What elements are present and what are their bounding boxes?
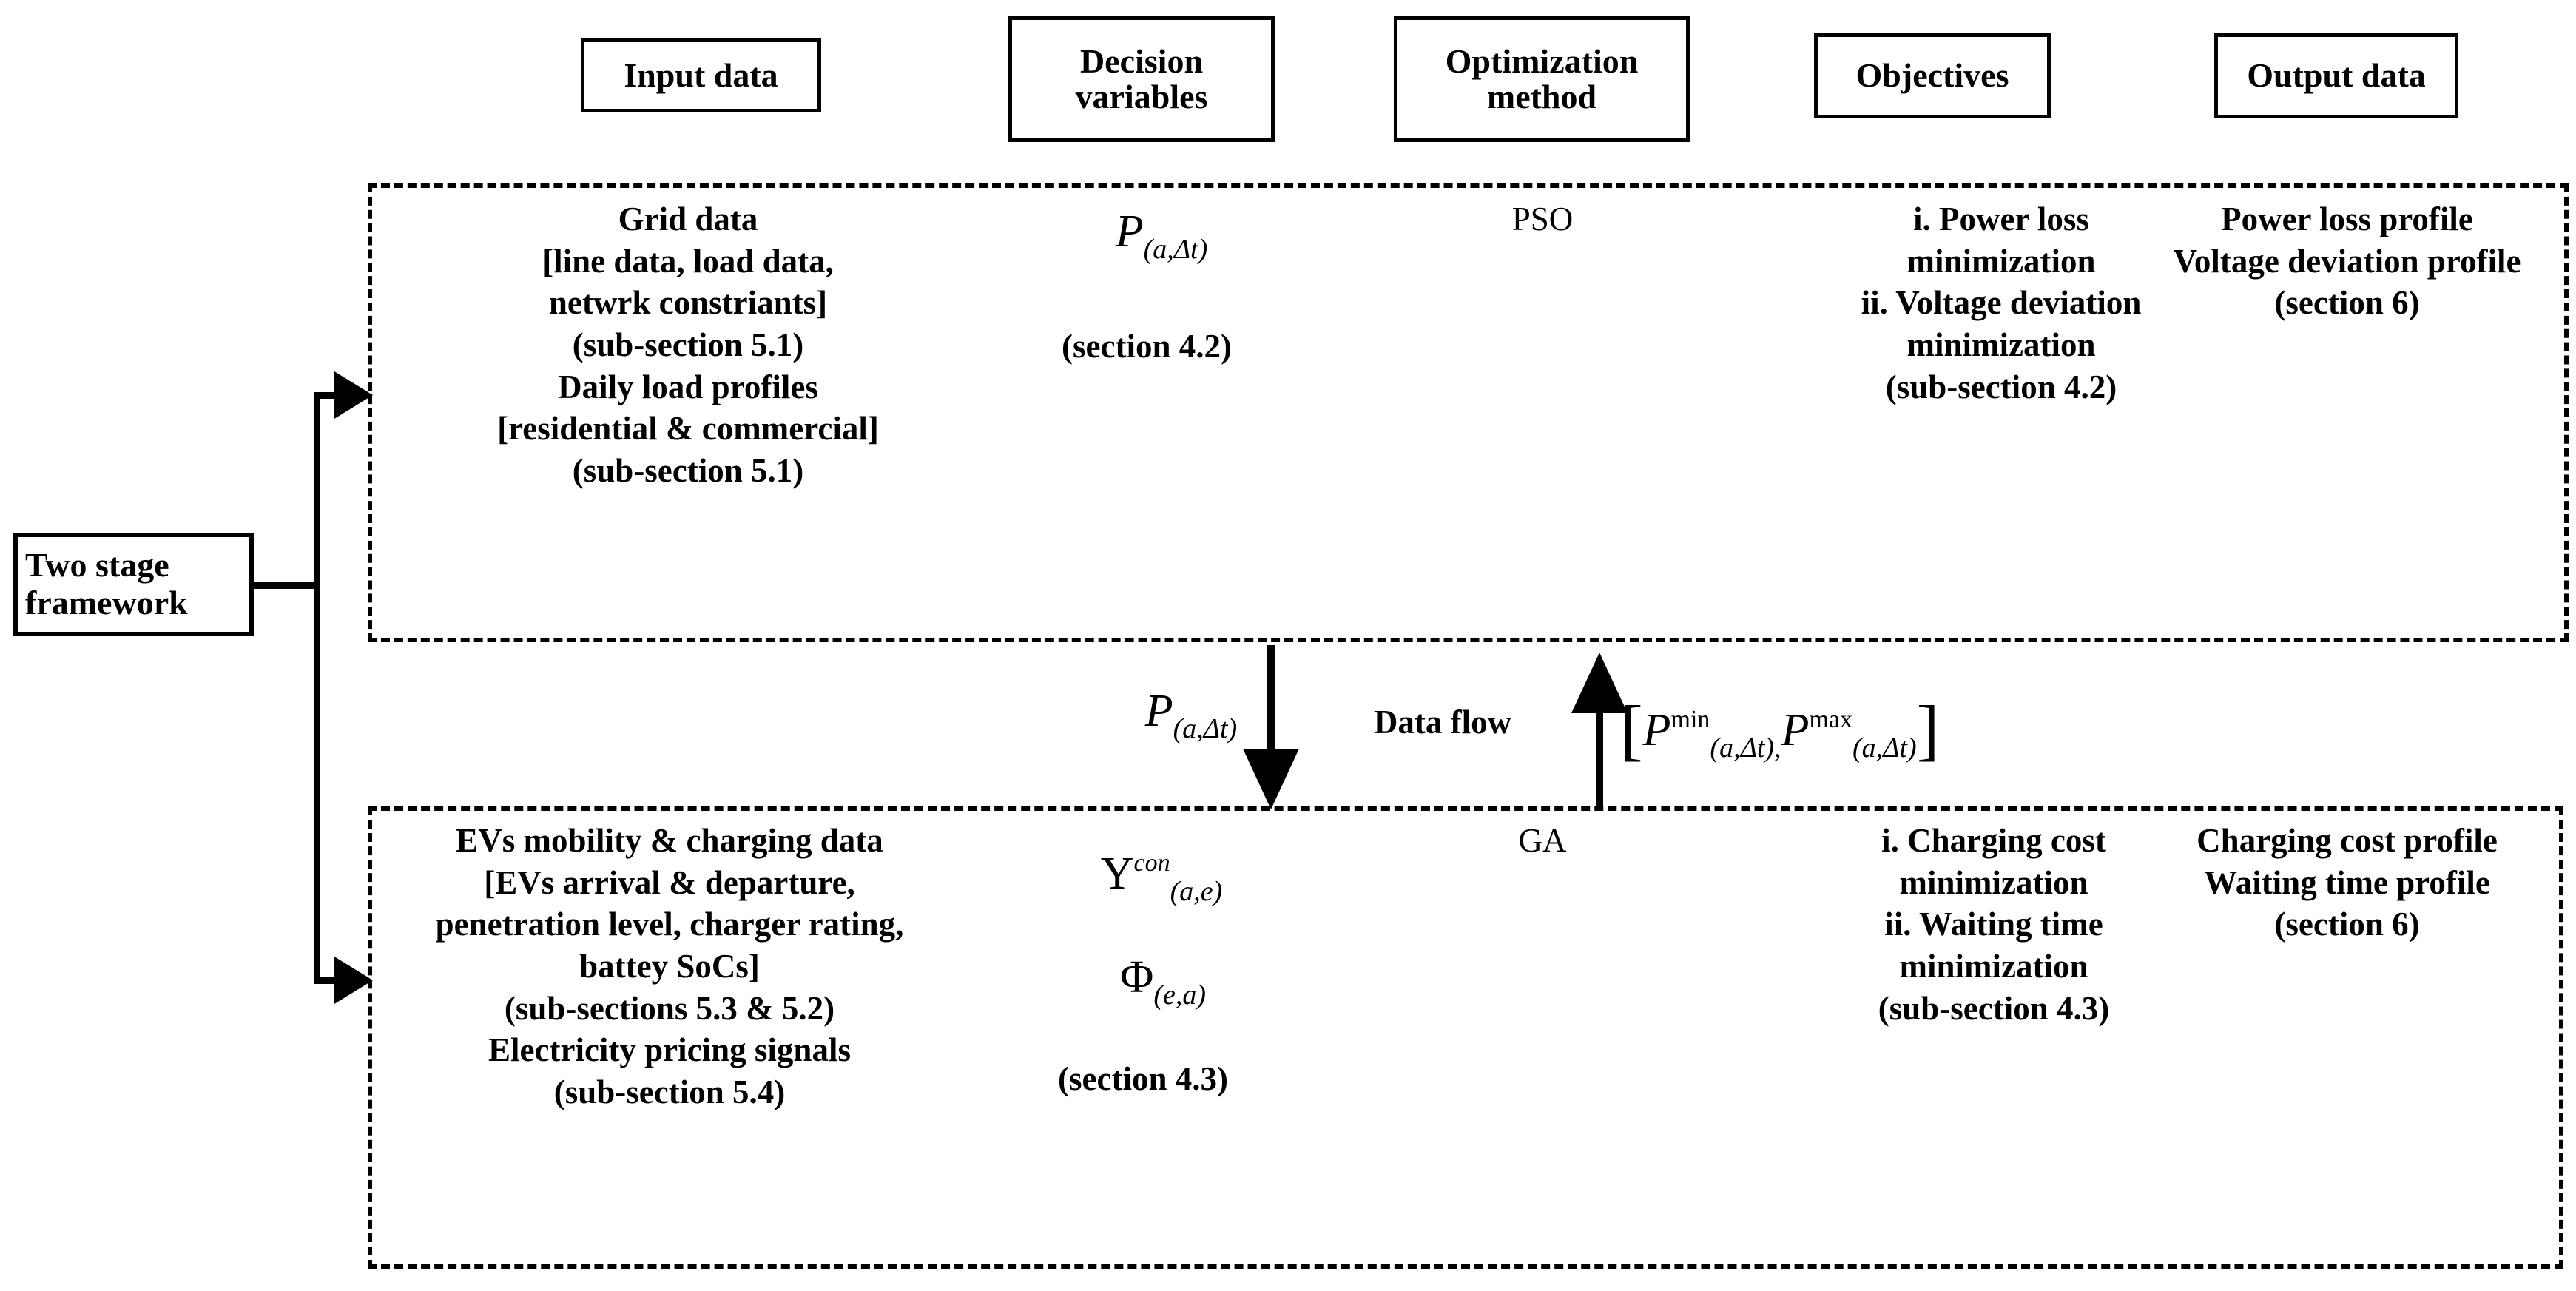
framework-connector-spine (314, 392, 320, 984)
decision-variable-1-superscript: con (1133, 849, 1170, 877)
framework-connector-branch-top (314, 392, 340, 399)
framework-arrow-to-stage-1 (334, 371, 373, 419)
two-stage-framework-box: Two stage framework (13, 533, 254, 636)
decision-variable-symbol: P (1115, 206, 1144, 257)
data-flow-up-arrowhead (1571, 653, 1628, 713)
up-variable-max-subscript: (a,Δt) (1852, 732, 1917, 764)
header-label-decision-variables: Decision variables (1075, 41, 1208, 115)
up-variable-open-bracket: [ (1620, 692, 1643, 767)
stage-2-decision-variable-2: Φ(e,a) (1074, 952, 1252, 1009)
two-stage-framework-label: Two stage framework (25, 546, 188, 621)
header-box-objectives: Objectives (1814, 33, 2051, 118)
stage-2-optimization-method: GA (1518, 822, 1567, 859)
decision-variable-1-symbol: Υ (1100, 849, 1134, 899)
up-variable-close-bracket: ] (1916, 692, 1940, 767)
data-flow-label: Data flow (1373, 704, 1512, 741)
decision-variable-1-subscript: (a,e) (1170, 876, 1223, 907)
data-flow-up-line (1596, 710, 1603, 810)
stage-2-decision-reference: (section 4.3) (1058, 1060, 1228, 1097)
decision-variable-2-symbol: Φ (1119, 952, 1154, 1002)
down-variable-subscript: (a,Δt) (1173, 713, 1238, 744)
header-box-input-data: Input data (581, 38, 821, 112)
header-label-input-data: Input data (624, 55, 778, 94)
up-variable-max-symbol: P (1781, 705, 1810, 755)
stage-1-decision-variable: P(a,Δt) (1088, 206, 1235, 263)
stage-1-objectives: i. Power loss minimization ii. Voltage d… (1861, 200, 2142, 405)
decision-variable-2-subscript: (e,a) (1153, 980, 1206, 1011)
stage-1-output-data: Power loss profile Voltage deviation pro… (2173, 200, 2521, 322)
up-variable-min-superscript: min (1670, 706, 1710, 733)
data-flow-up-variable: [Pmin(a,Δt),Pmax(a,Δt)] (1620, 688, 2034, 764)
data-flow-down-variable: P(a,Δt) (1117, 686, 1265, 743)
data-flow-down-arrowhead (1243, 749, 1299, 809)
framework-arrow-to-stage-2 (334, 957, 373, 1004)
stage-2-input-data: EVs mobility & charging data [EVs arriva… (435, 822, 904, 1111)
stage-1-decision-reference: (section 4.2) (1062, 328, 1232, 365)
stage-2-decision-variable-1: Υcon(a,e) (1073, 849, 1250, 906)
down-variable-symbol: P (1144, 686, 1173, 736)
header-label-optimization-method: Optimization method (1445, 41, 1639, 115)
up-variable-min-symbol: P (1642, 705, 1671, 755)
header-box-decision-variables: Decision variables (1008, 16, 1275, 142)
header-box-optimization-method: Optimization method (1394, 16, 1690, 142)
data-flow-down-line (1267, 645, 1275, 756)
up-variable-separator: , (1774, 732, 1781, 764)
up-variable-min-subscript: (a,Δt) (1710, 732, 1775, 764)
header-label-output-data: Output data (2247, 56, 2426, 95)
header-box-output-data: Output data (2214, 33, 2458, 118)
stage-1-input-data: Grid data [line data, load data, netwrk … (497, 200, 879, 490)
header-label-objectives: Objectives (1855, 56, 2009, 95)
stage-2-objectives: i. Charging cost minimization ii. Waitin… (1878, 822, 2110, 1027)
framework-connector-branch-bottom (314, 977, 340, 984)
stage-1-optimization-method: PSO (1511, 200, 1574, 237)
stage-2-panel (368, 806, 2563, 1269)
stage-2-output-data: Charging cost profile Waiting time profi… (2196, 822, 2498, 943)
up-variable-max-superscript: max (1809, 706, 1853, 733)
decision-variable-subscript: (a,Δt) (1143, 234, 1208, 265)
framework-connector-stub (254, 582, 320, 589)
